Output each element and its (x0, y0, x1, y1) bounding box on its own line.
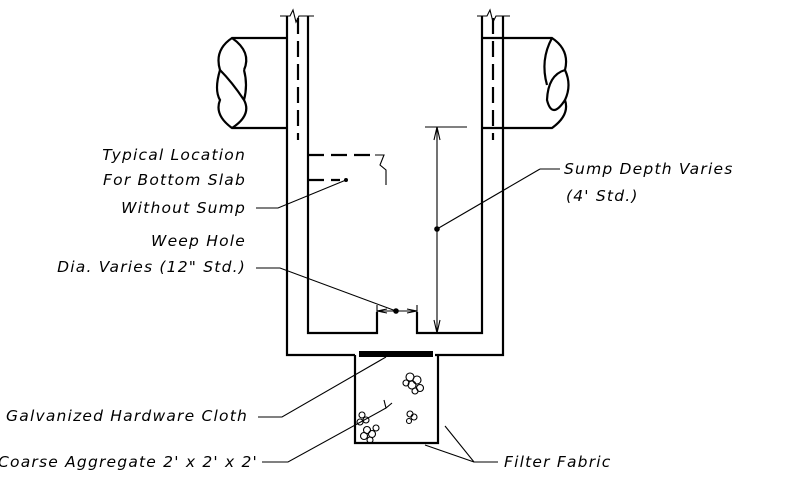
inlet-structure (280, 8, 510, 357)
slab-leader-dot (344, 178, 348, 182)
sump-depth-dimension (425, 126, 467, 334)
label-typical-location-3: Without Sump (121, 199, 246, 217)
label-typical-location-2: For Bottom Slab (103, 171, 246, 189)
left-pipe (215, 36, 287, 130)
label-weep-hole-1: Weep Hole (151, 232, 246, 250)
right-pipe (482, 36, 570, 130)
label-coarse-aggregate: Coarse Aggregate 2' x 2' x 2' (0, 453, 258, 471)
label-hardware-cloth: Galvanized Hardware Cloth (6, 407, 248, 425)
label-sump-depth-1: Sump Depth Varies (564, 160, 733, 178)
leader-lines (256, 168, 560, 463)
aggregate-sump (353, 355, 440, 445)
label-weep-hole-2: Dia. Varies (12" Std.) (57, 258, 246, 276)
label-typical-location-1: Typical Location (102, 146, 246, 164)
typical-bottom-slab-lines (308, 153, 387, 185)
sump-depth-dot (434, 226, 440, 232)
label-sump-depth-2: (4' Std.) (566, 187, 639, 205)
hardware-cloth (359, 351, 433, 357)
weep-hole-dot (393, 308, 399, 314)
label-filter-fabric: Filter Fabric (504, 453, 612, 471)
